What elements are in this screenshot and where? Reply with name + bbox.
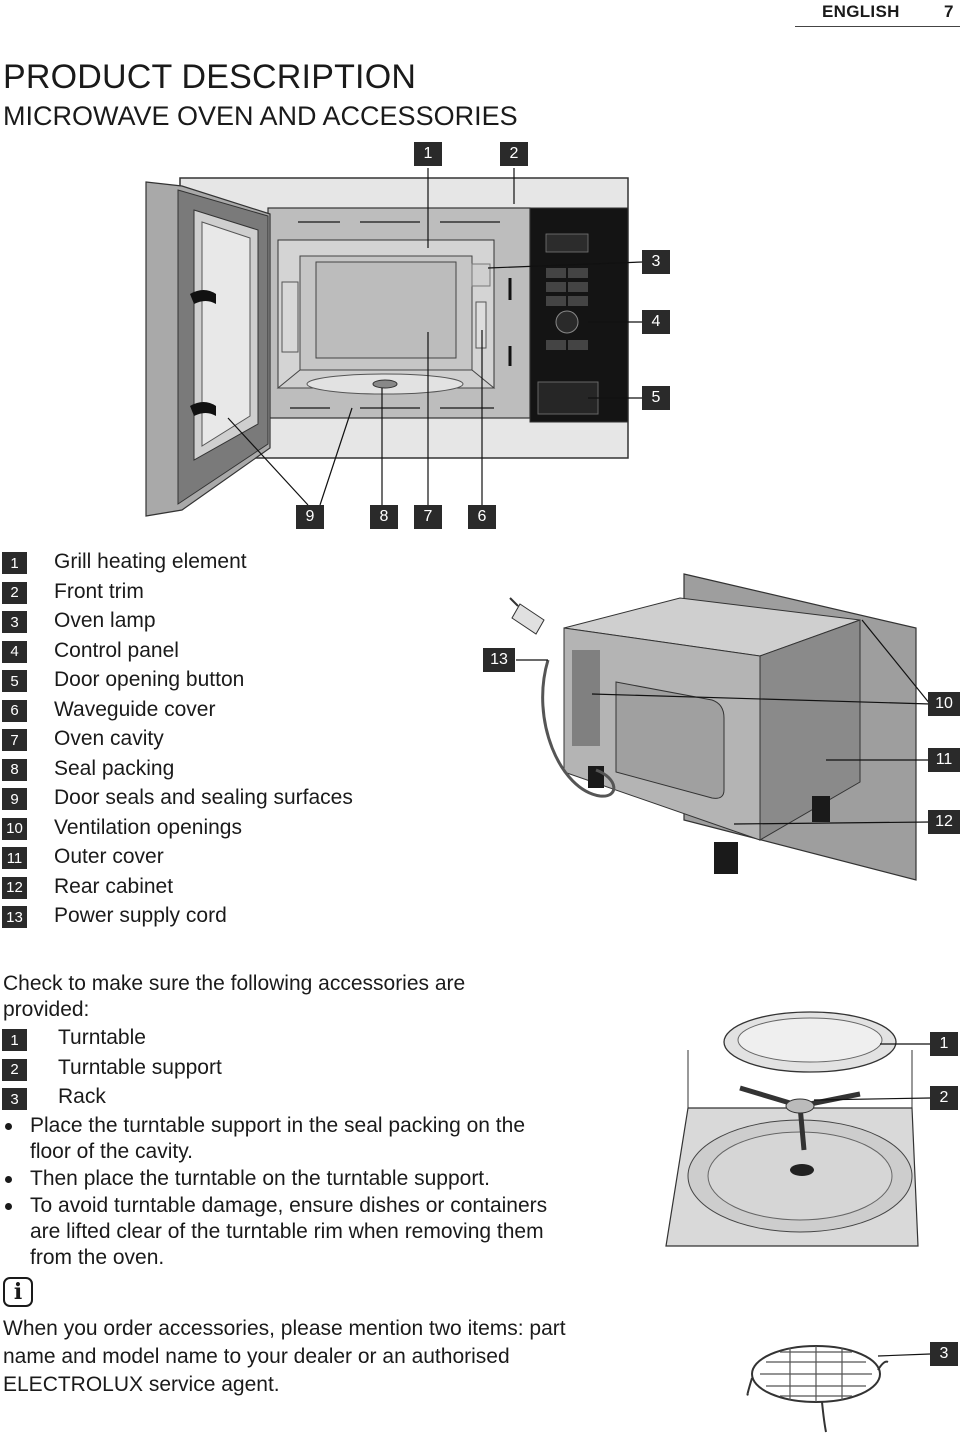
part-item: 1 Grill heating element: [0, 550, 400, 576]
part-label: Outer cover: [54, 845, 164, 868]
part-number-badge: 7: [2, 729, 27, 751]
accessory-item: 2 Turntable support: [0, 1056, 400, 1084]
bullet-dot: [5, 1123, 12, 1130]
part-label: Rear cabinet: [54, 874, 174, 898]
accessory-label: Rack: [58, 1085, 106, 1108]
part-number-badge: 1: [2, 552, 27, 574]
accessory-number-badge: 2: [2, 1058, 27, 1081]
accessory-number-badge: 3: [2, 1088, 27, 1110]
bullet-dot: [5, 1176, 12, 1183]
accessories-intro: Check to make sure the following accesso…: [3, 972, 466, 1021]
callout-5: 5: [642, 386, 670, 410]
part-item: 8 Seal packing: [0, 757, 400, 783]
page-number: 7: [944, 2, 954, 21]
bullet-dot: [5, 1203, 12, 1210]
part-item: 7 Oven cavity: [0, 727, 400, 753]
microwave-cabinet-illustration: [509, 573, 931, 881]
part-label: Power supply cord: [54, 904, 227, 927]
part-label: Oven cavity: [54, 727, 164, 750]
part-label: Ventilation openings: [54, 815, 242, 839]
part-item: 13 Power supply cord: [0, 904, 400, 930]
callout-7: 7: [414, 505, 442, 529]
part-item: 10 Ventilation openings: [0, 816, 400, 842]
bullet-text: Then place the turntable on the turntabl…: [30, 1167, 490, 1190]
part-item: 11 Outer cover: [0, 845, 400, 871]
page-title: PRODUCT DESCRIPTION: [3, 58, 417, 96]
part-label: Front trim: [54, 579, 144, 603]
accessory-callout-1: 1: [930, 1032, 958, 1056]
part-label: Waveguide cover: [54, 697, 216, 721]
callout-6: 6: [468, 505, 496, 529]
part-label: Door opening button: [54, 668, 245, 691]
part-number-badge: 3: [2, 611, 27, 633]
callout-9: 9: [296, 505, 324, 529]
part-item: 9 Door seals and sealing surfaces: [0, 786, 400, 812]
part-number-badge: 4: [2, 640, 27, 663]
microwave-front-illustration: [145, 168, 643, 517]
part-number-badge: 5: [2, 670, 27, 692]
part-number-badge: 13: [2, 906, 27, 928]
info-icon: i: [3, 1277, 33, 1307]
bullet-text: Place the turntable support in the seal …: [30, 1114, 525, 1163]
part-label: Seal packing: [54, 756, 175, 780]
callout-12: 12: [928, 810, 960, 834]
part-label: Control panel: [54, 638, 179, 662]
part-number-badge: 12: [2, 876, 27, 899]
callout-11: 11: [928, 748, 960, 772]
ordering-note: When you order accessories, please menti…: [3, 1317, 566, 1396]
header-language: ENGLISH: [822, 2, 900, 21]
part-item: 12 Rear cabinet: [0, 875, 400, 901]
callout-4: 4: [642, 310, 670, 334]
header-rule: [795, 26, 960, 27]
accessory-item: 3 Rack: [0, 1085, 400, 1113]
callout-8: 8: [370, 505, 398, 529]
part-item: 4 Control panel: [0, 639, 400, 665]
part-label: Oven lamp: [54, 609, 156, 632]
part-number-badge: 2: [2, 581, 27, 604]
part-number-badge: 6: [2, 699, 27, 722]
accessory-callout-3: 3: [930, 1342, 958, 1366]
page-subtitle: MICROWAVE OVEN AND ACCESSORIES: [3, 101, 518, 131]
accessory-label: Turntable: [58, 1026, 146, 1049]
part-item: 2 Front trim: [0, 580, 400, 606]
accessory-number-badge: 1: [2, 1029, 27, 1051]
accessory-label: Turntable support: [58, 1055, 222, 1079]
bullet-text: To avoid turntable damage, ensure dishes…: [30, 1194, 548, 1269]
part-number-badge: 11: [2, 847, 27, 869]
part-item: 5 Door opening button: [0, 668, 400, 694]
accessory-item: 1 Turntable: [0, 1026, 400, 1054]
callout-10: 10: [928, 692, 960, 716]
part-item: 6 Waveguide cover: [0, 698, 400, 724]
part-item: 3 Oven lamp: [0, 609, 400, 635]
part-label: Grill heating element: [54, 550, 247, 573]
callout-13: 13: [483, 648, 515, 672]
callout-2: 2: [500, 142, 528, 166]
part-label: Door seals and sealing surfaces: [54, 786, 353, 809]
accessory-callout-2: 2: [930, 1086, 958, 1110]
callout-1: 1: [414, 142, 442, 166]
part-number-badge: 8: [2, 758, 27, 781]
callout-3: 3: [642, 250, 670, 274]
part-number-badge: 9: [2, 788, 27, 810]
accessories-illustration: [665, 1011, 931, 1433]
part-number-badge: 10: [2, 817, 27, 840]
